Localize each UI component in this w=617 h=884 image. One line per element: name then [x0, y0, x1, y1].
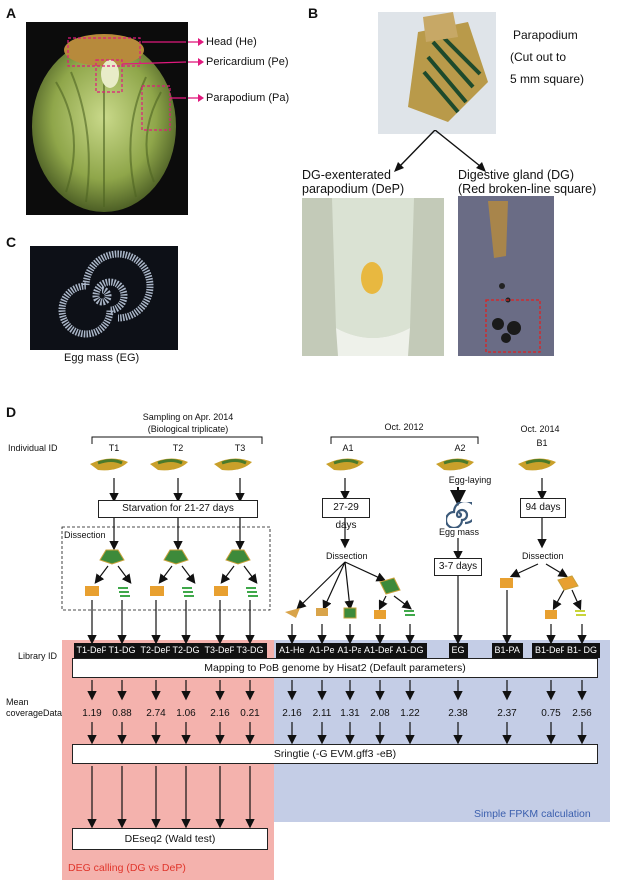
dissection-label-t: Dissection — [64, 530, 106, 540]
parapodium-note-1: (Cut out to — [510, 50, 567, 64]
library-id-t2-dep: T2-DeP — [137, 643, 175, 658]
library-id-b1-pa: B1-PA — [491, 643, 523, 658]
coverage-value: 0.21 — [240, 708, 260, 719]
parapodium-photo — [378, 12, 496, 134]
library-id-t2-dg: T2-DG — [169, 643, 203, 658]
dg-label-1: Digestive gland (DG) — [458, 168, 575, 182]
label-pericardium: Pericardium (Pe) — [206, 56, 289, 68]
coverage-value: 2.37 — [497, 708, 517, 719]
individual-id-label: Individual ID — [8, 443, 58, 453]
deg-calling-label: DEG calling (DG vs DeP) — [68, 862, 186, 874]
egg-mass-photo — [30, 246, 178, 350]
coverage-value: 1.06 — [176, 708, 196, 719]
coverage-value: 1.22 — [400, 708, 420, 719]
mean-coverage-label-1: Mean — [6, 697, 29, 707]
panel-letter-a: A — [6, 5, 17, 21]
coverage-value: 2.38 — [448, 708, 468, 719]
coverage-value: 1.31 — [340, 708, 360, 719]
dep-tube-photo — [302, 198, 444, 356]
library-id-b1-dg: B1- DG — [564, 643, 601, 658]
deseq-box: DEseq2 (Wald test) — [72, 828, 268, 850]
coverage-value: 0.88 — [112, 708, 132, 719]
library-id-a1-pa: A1-Pa — [334, 643, 366, 658]
a1-days-box: 27-29 days — [322, 498, 370, 531]
library-id-a1-dep: A1-DeP — [361, 643, 399, 658]
label-head: Head (He) — [206, 36, 257, 48]
panel-letter-c: C — [6, 234, 17, 250]
group-brackets — [91, 436, 479, 444]
mapping-box: Mapping to PoB genome by Hisat2 (Default… — [72, 658, 598, 678]
panel-letter-d: D — [6, 404, 17, 420]
coverage-value: 0.75 — [541, 708, 561, 719]
dg-label-2: (Red broken-line square) — [458, 182, 597, 196]
coverage-value: 2.56 — [572, 708, 592, 719]
panel-letter-b: B — [308, 5, 319, 21]
egg-laying-label: Egg-laying — [448, 475, 492, 485]
egg-mass-label: Egg mass — [438, 527, 480, 537]
slug-icons — [90, 456, 558, 472]
library-id-t1-dg: T1-DG — [105, 643, 139, 658]
egg-mass-caption: Egg mass (EG) — [64, 352, 140, 364]
group2-title: Oct. 2012 — [384, 422, 424, 432]
library-id-t3-dep: T3-DeP — [201, 643, 239, 658]
parapodium-note-2: 5 mm square) — [510, 72, 585, 86]
library-id-label: Library ID — [18, 651, 58, 661]
group1-subtitle: (Biological triplicate) — [147, 424, 229, 434]
a2-days-box: 3-7 days — [434, 558, 482, 576]
stringtie-box: Sringtie (-G EVM.gff3 -eB) — [72, 744, 598, 764]
coverage-value: 2.74 — [146, 708, 166, 719]
coverage-value: 2.16 — [282, 708, 302, 719]
individual-t1: T1 — [108, 443, 120, 453]
individual-a2: A2 — [454, 443, 466, 453]
individual-b1: B1 — [536, 438, 548, 448]
coverage-value: 2.08 — [370, 708, 390, 719]
library-id-a1-dg: A1-DG — [393, 643, 427, 658]
starvation-box: Starvation for 21-27 days — [98, 500, 258, 518]
library-id-a1-he: A1-He — [276, 643, 308, 658]
coverage-value: 1.19 — [82, 708, 102, 719]
individual-a1: A1 — [342, 443, 354, 453]
library-id-eg: EG — [448, 643, 468, 658]
dissection-label-b1: Dissection — [522, 551, 564, 561]
group3-title: Oct. 2014 — [520, 424, 560, 434]
dep-label-1: DG-exenterated — [302, 168, 391, 182]
dep-label-2: parapodium (DeP) — [302, 182, 405, 196]
label-parapodium: Parapodium (Pa) — [206, 92, 290, 104]
group1-title: Sampling on Apr. 2014 — [142, 412, 234, 422]
library-id-a1-pe: A1-Pe — [306, 643, 338, 658]
mean-coverage-label-2: coverageData — [6, 708, 63, 718]
fpkm-label: Simple FPKM calculation — [474, 808, 591, 820]
dissection-label-a1: Dissection — [326, 551, 368, 561]
b1-days-box: 94 days — [520, 498, 566, 518]
sea-slug-photo — [26, 22, 188, 215]
dg-photo — [458, 196, 554, 356]
egg-mass-icon — [446, 502, 472, 528]
individual-t3: T3 — [234, 443, 246, 453]
library-id-b1-dep: B1-DeP — [532, 643, 570, 658]
library-id-t1-dep: T1-DeP — [73, 643, 111, 658]
coverage-value: 2.16 — [210, 708, 230, 719]
individual-t2: T2 — [172, 443, 184, 453]
parapodium-title: Parapodium — [513, 28, 578, 42]
library-id-t3-dg: T3-DG — [233, 643, 267, 658]
tissue-icons — [85, 549, 586, 619]
coverage-value: 2.11 — [312, 708, 332, 719]
